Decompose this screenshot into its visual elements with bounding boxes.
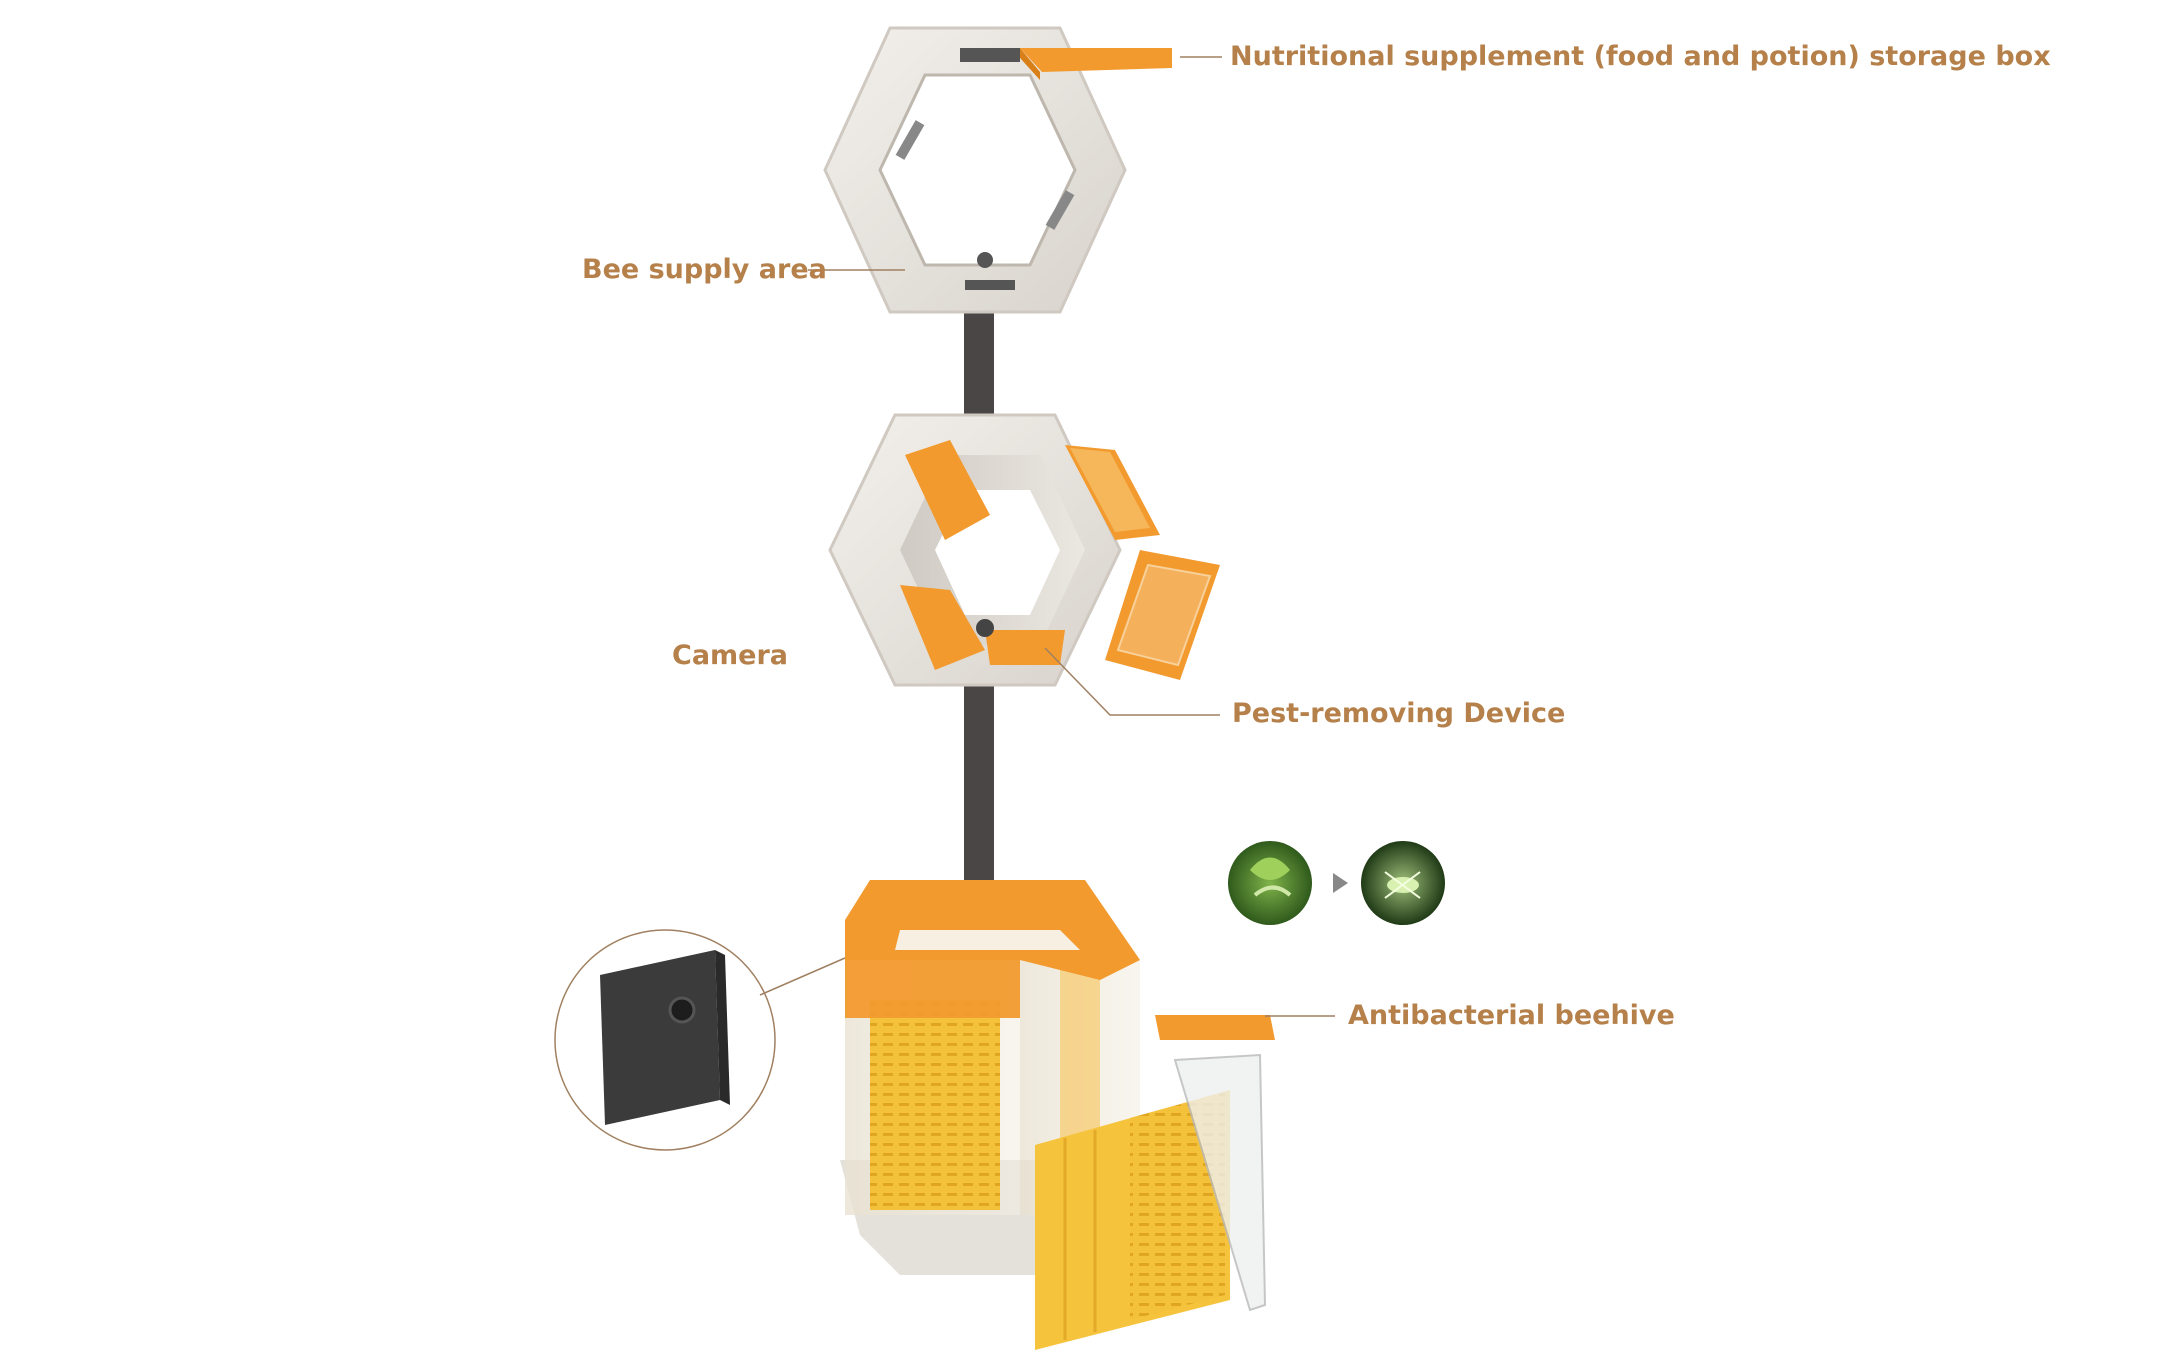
leader-line-camera <box>759 957 846 996</box>
label-storage-box: Nutritional supplement (food and potion)… <box>1230 41 2051 72</box>
label-pest-removing-device: Pest-removing Device <box>1232 698 1566 729</box>
storage-box-drawer <box>1020 48 1172 80</box>
camera-zoom-inset <box>554 929 776 1151</box>
pest-icon <box>1361 841 1445 925</box>
bee-supply-area-module <box>823 26 1127 314</box>
label-camera: Camera <box>672 640 789 671</box>
pest-removing-cartridge <box>1105 550 1220 680</box>
label-antibacterial-beehive: Antibacterial beehive <box>1348 1000 1675 1031</box>
label-bee-supply-area: Bee supply area <box>582 254 827 285</box>
plant-icon <box>1228 841 1312 925</box>
glass-container <box>1155 1015 1275 1312</box>
leader-line-pest-removing <box>1044 647 1220 716</box>
pest-removing-module <box>828 413 1160 687</box>
arrow-right-icon <box>1333 873 1348 893</box>
